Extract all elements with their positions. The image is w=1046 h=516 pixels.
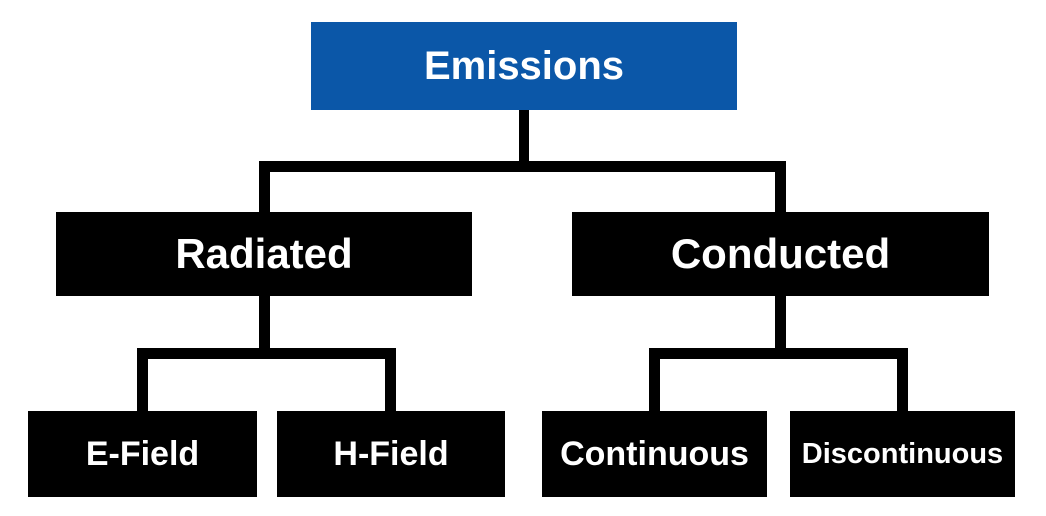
connector-level1-bar	[259, 161, 786, 172]
connector-drop-conducted	[775, 161, 786, 212]
connector-conducted-stem	[775, 296, 786, 359]
node-conducted-label: Conducted	[670, 230, 891, 277]
node-discontinuous: Discontinuous	[790, 411, 1015, 497]
node-e-field: E-Field	[28, 411, 257, 497]
connector-level2-left-bar	[137, 348, 396, 359]
node-radiated: Radiated	[56, 212, 472, 296]
node-emissions-label: Emissions	[423, 44, 625, 88]
node-emissions: Emissions	[311, 22, 737, 110]
connector-radiated-stem	[259, 296, 270, 359]
connector-level2-right-bar	[649, 348, 908, 359]
node-conducted: Conducted	[572, 212, 989, 296]
connector-drop-hfield	[385, 348, 396, 411]
node-h-field-label: H-Field	[333, 435, 449, 473]
node-e-field-label: E-Field	[85, 435, 200, 473]
connector-drop-continuous	[649, 348, 660, 411]
node-continuous-label: Continuous	[560, 435, 749, 473]
connector-drop-radiated	[259, 161, 270, 212]
connector-root-stem	[519, 110, 529, 172]
node-h-field: H-Field	[277, 411, 505, 497]
node-discontinuous-label: Discontinuous	[801, 437, 1004, 470]
connector-drop-discontinuous	[897, 348, 908, 411]
node-radiated-label: Radiated	[175, 230, 353, 277]
node-continuous: Continuous	[542, 411, 767, 497]
connector-drop-efield	[137, 348, 148, 411]
